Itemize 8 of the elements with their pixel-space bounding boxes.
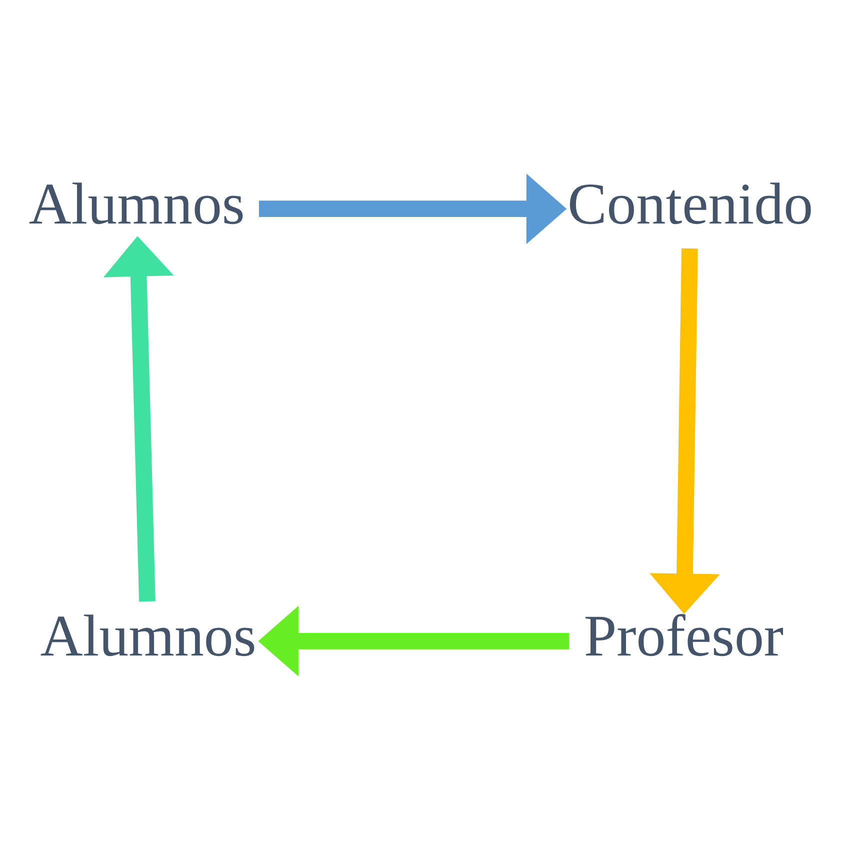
arrow bbox=[258, 606, 570, 676]
arrow bbox=[103, 236, 174, 602]
arrow bbox=[258, 174, 567, 244]
node-text: Contenido bbox=[567, 170, 814, 236]
node-text: Profesor bbox=[584, 602, 784, 669]
node-text: Alumnos bbox=[28, 170, 245, 236]
node-text: Alumnos bbox=[40, 602, 256, 669]
arrow bbox=[650, 248, 720, 614]
